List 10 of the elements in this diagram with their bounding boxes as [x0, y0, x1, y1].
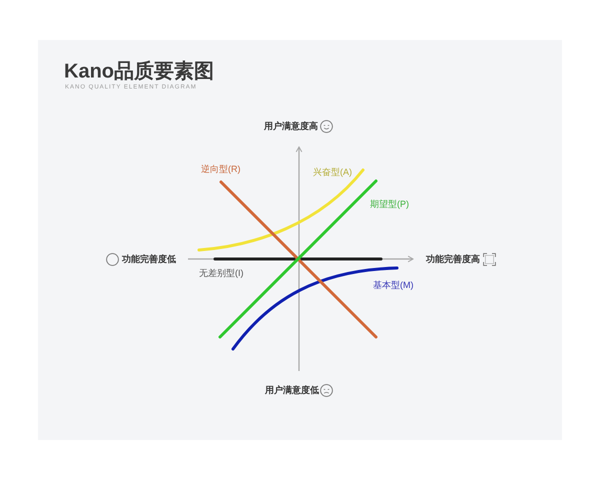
- curve-label: 期望型(P): [370, 198, 409, 210]
- axis-label: 用户满意度高: [264, 120, 318, 132]
- axis-label: 功能完善度高: [426, 254, 480, 264]
- axis-label: 功能完善度低: [122, 254, 176, 264]
- curve-label: 兴奋型(A): [313, 166, 352, 178]
- axis-label: 用户满意度低: [265, 384, 319, 396]
- curve-label: 无差别型(I): [199, 268, 244, 278]
- curve-label: 基本型(M): [373, 280, 414, 290]
- chart-title: Kano品质要素图: [64, 60, 214, 84]
- curve-label: 逆向型(R): [201, 164, 240, 174]
